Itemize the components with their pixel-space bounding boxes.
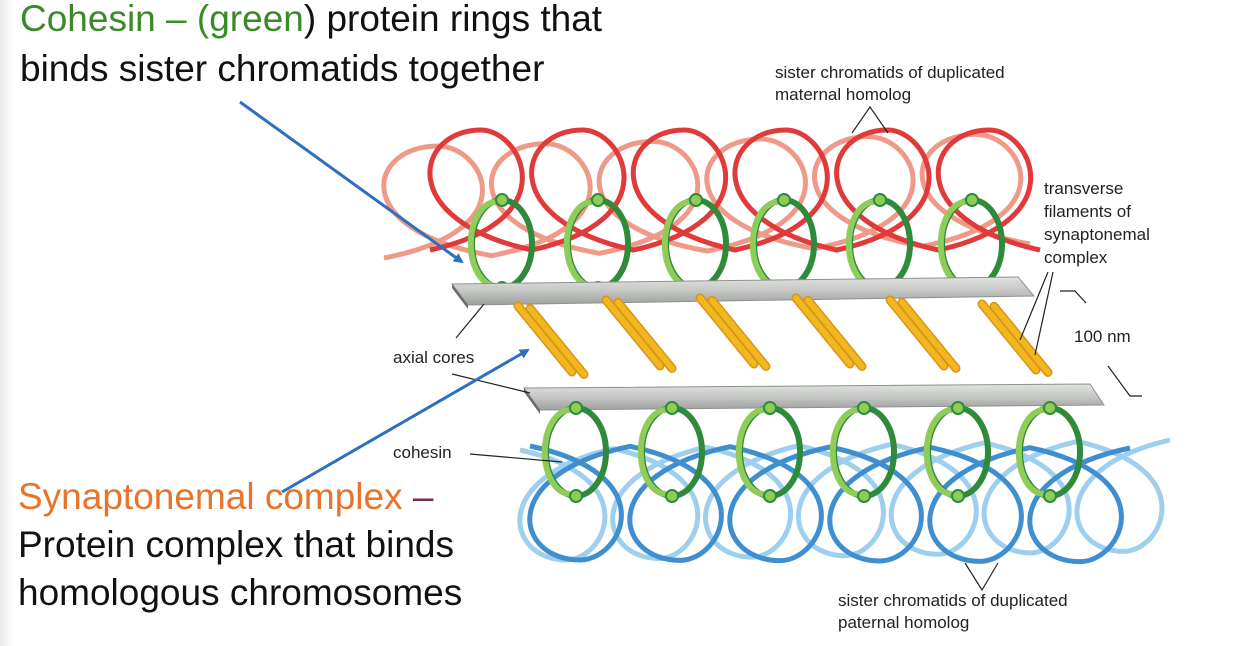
cohesin-term: Cohesin bbox=[20, 0, 156, 39]
cohesin-rings-bottom bbox=[541, 401, 1083, 503]
cohesin-ring bbox=[829, 401, 897, 503]
transverse-label-line3: synaptonemal bbox=[1044, 225, 1150, 244]
paternal-label-line1: sister chromatids of duplicated bbox=[838, 591, 1068, 610]
cohesin-label: cohesin bbox=[393, 443, 452, 462]
transverse-filament bbox=[709, 297, 769, 370]
scale-tick-top bbox=[1060, 290, 1087, 304]
cohesin-head-bottom bbox=[1043, 489, 1057, 503]
cohesin-rest: ) protein rings that bbox=[303, 0, 603, 39]
cohesin-head-top bbox=[777, 193, 791, 207]
transverse-filament bbox=[805, 297, 865, 370]
synaptonemal-annotation-line1: Synaptonemal complex – bbox=[18, 474, 433, 520]
cohesin-head-bottom bbox=[569, 489, 583, 503]
cohesin-head-top bbox=[857, 401, 871, 415]
cohesin-ring bbox=[1015, 401, 1083, 503]
cohesin-ring-inner bbox=[637, 407, 667, 497]
cohesin-head-top bbox=[951, 401, 965, 415]
cohesin-head-top bbox=[873, 193, 887, 207]
transverse-leader-2 bbox=[1034, 271, 1054, 356]
cohesin-ring bbox=[735, 401, 803, 503]
transverse-filament bbox=[527, 305, 587, 378]
cohesin-ring-inner bbox=[467, 199, 497, 289]
transverse-filament bbox=[615, 299, 675, 372]
cohesin-annotation-line2: binds sister chromatids together bbox=[20, 48, 545, 89]
cohesin-head-bottom bbox=[763, 489, 777, 503]
transverse-filament bbox=[991, 303, 1051, 376]
transverse-leader-1 bbox=[1019, 271, 1049, 341]
cohesin-head-top bbox=[591, 193, 605, 207]
scale-tick-bottom bbox=[1107, 365, 1142, 397]
cohesin-head-bottom bbox=[665, 489, 679, 503]
cohesin-leader bbox=[469, 453, 563, 463]
cohesin-head-bottom bbox=[857, 489, 871, 503]
cohesin-ring-inner bbox=[1015, 407, 1045, 497]
cohesin-head-top bbox=[1043, 401, 1057, 415]
maternal-chromatid-light bbox=[381, 131, 1031, 261]
transverse-filament bbox=[899, 299, 959, 372]
leader-lines bbox=[451, 105, 1142, 592]
transverse-label-line4: complex bbox=[1044, 248, 1108, 267]
transverse-filament bbox=[697, 295, 757, 367]
cohesin-ring-inner bbox=[923, 407, 953, 497]
synaptonemal-term: Synaptonemal complex bbox=[18, 476, 403, 517]
cohesin-head-top bbox=[665, 401, 679, 415]
axial-core-bottom bbox=[523, 383, 1105, 414]
axial-cores-label: axial cores bbox=[393, 348, 475, 367]
transverse-label-line2: filaments of bbox=[1044, 202, 1131, 221]
scale-label: 100 nm bbox=[1074, 327, 1131, 346]
left-edge-shading bbox=[0, 0, 14, 646]
cohesin-head-top bbox=[965, 193, 979, 207]
transverse-filament bbox=[979, 301, 1039, 373]
transverse-filament bbox=[887, 297, 947, 369]
cohesin-ring bbox=[923, 401, 991, 503]
cohesin-dash: – ( bbox=[155, 0, 210, 39]
maternal-label-line2: maternal homolog bbox=[775, 85, 912, 104]
maternal-label-line1: sister chromatids of duplicated bbox=[775, 63, 1005, 82]
axial-core-top bbox=[450, 276, 1036, 309]
cohesin-ring bbox=[541, 401, 609, 503]
cohesin-head-top bbox=[763, 401, 777, 415]
axial-leader-bottom bbox=[451, 373, 531, 394]
cohesin-head-top bbox=[569, 401, 583, 415]
transverse-label-line1: transverse bbox=[1044, 179, 1124, 198]
cohesin-head-top bbox=[689, 193, 703, 207]
cohesin-ring bbox=[637, 401, 705, 503]
synaptonemal-dash: – bbox=[402, 476, 434, 517]
paternal-label-line2: paternal homolog bbox=[838, 613, 970, 632]
transverse-filaments bbox=[513, 293, 1053, 379]
paternal-bracket bbox=[964, 562, 999, 592]
axial-leader-top bbox=[455, 303, 485, 339]
cohesin-ring-inner bbox=[735, 407, 765, 497]
cohesin-color-word: green bbox=[209, 0, 304, 39]
cohesin-ring-inner bbox=[541, 407, 571, 497]
transverse-filament bbox=[515, 303, 575, 375]
cohesin-arrow bbox=[239, 100, 464, 264]
synaptonemal-arrow bbox=[281, 348, 530, 494]
synaptonemal-annotation-line2: Protein complex that binds bbox=[18, 524, 455, 565]
cohesin-head-bottom bbox=[951, 489, 965, 503]
cohesin-head-top bbox=[495, 193, 509, 207]
transverse-filament bbox=[793, 295, 853, 367]
cohesin-ring-inner bbox=[829, 407, 859, 497]
transverse-filament bbox=[603, 297, 663, 369]
maternal-bracket bbox=[851, 105, 889, 134]
paternal-chromatids bbox=[517, 437, 1171, 565]
cohesin-annotation-line1: Cohesin – (green) protein rings that bbox=[20, 0, 602, 42]
cohesin-rings-top bbox=[467, 193, 1005, 295]
synaptonemal-annotation-line3: homologous chromosomes bbox=[18, 572, 463, 613]
